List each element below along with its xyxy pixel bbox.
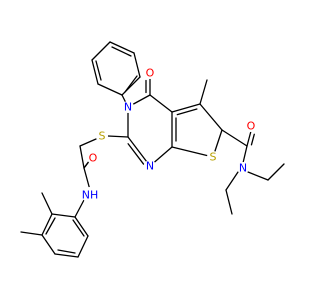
bond-26	[91, 59, 99, 85]
atom-n-amide: N	[237, 162, 249, 175]
bond-50	[41, 192, 53, 215]
atom-o-amide2: O	[87, 152, 99, 165]
bond-45	[77, 235, 89, 258]
bond-13	[171, 146, 214, 158]
bond-36	[79, 145, 85, 169]
atom-o-amide1-label: O	[247, 120, 256, 133]
bond-47	[45, 217, 56, 235]
bond-39	[83, 167, 91, 191]
bond-2	[127, 136, 151, 167]
bond-33	[124, 75, 138, 93]
atom-n3-label: N	[124, 101, 132, 114]
bond-16	[221, 129, 248, 147]
bond-18	[250, 133, 255, 146]
bond-3	[127, 143, 145, 165]
bond-25	[97, 83, 123, 96]
bond-15	[199, 79, 208, 105]
atom-o-amide2-label: O	[89, 152, 98, 165]
bond-6	[149, 94, 173, 113]
atom-n1: N	[144, 160, 156, 173]
atom-o-amide1: O	[245, 120, 257, 133]
bond-32	[111, 46, 132, 57]
atom-s-ring-label: S	[210, 151, 217, 164]
bond-21	[267, 163, 285, 181]
bond-51	[20, 231, 43, 236]
atom-nh: NH	[82, 187, 99, 203]
bond-35	[79, 138, 97, 147]
atom-s-ring: S	[207, 151, 219, 164]
bond-46	[74, 216, 89, 237]
atom-n3: N	[122, 101, 134, 114]
atom-o-keto: O	[144, 67, 156, 80]
atom-n1-label: N	[146, 160, 154, 173]
bond-27	[91, 41, 111, 61]
bond-34	[107, 135, 129, 138]
bond-11	[199, 103, 223, 131]
molecule-structure: O N N S S O NH O	[20, 41, 285, 258]
bond-41	[51, 213, 76, 218]
atom-s-link-label: S	[99, 130, 106, 143]
bond-17	[246, 130, 252, 147]
bond-43	[41, 234, 56, 255]
bond-42	[41, 213, 53, 236]
bond-31	[95, 60, 102, 81]
bond-23	[225, 189, 233, 215]
atom-o-keto-label: O	[146, 67, 155, 80]
bond-9	[171, 103, 201, 113]
bond-22	[225, 171, 239, 191]
bond-48	[57, 249, 76, 254]
bond-19	[242, 145, 248, 164]
bond-40	[74, 199, 85, 218]
bond-29	[133, 52, 141, 78]
bond-44	[54, 253, 79, 258]
bond-38	[84, 160, 90, 168]
bond-10	[176, 108, 198, 116]
bond-49	[72, 219, 85, 237]
atom-n-amide-label: N	[239, 162, 247, 175]
atom-s-link: S	[96, 130, 108, 143]
atom-nh-label: NH	[82, 189, 99, 202]
atom-label-layer: O N N S S O NH O	[82, 67, 257, 203]
bond-28	[109, 41, 135, 54]
bond-20	[247, 171, 269, 181]
